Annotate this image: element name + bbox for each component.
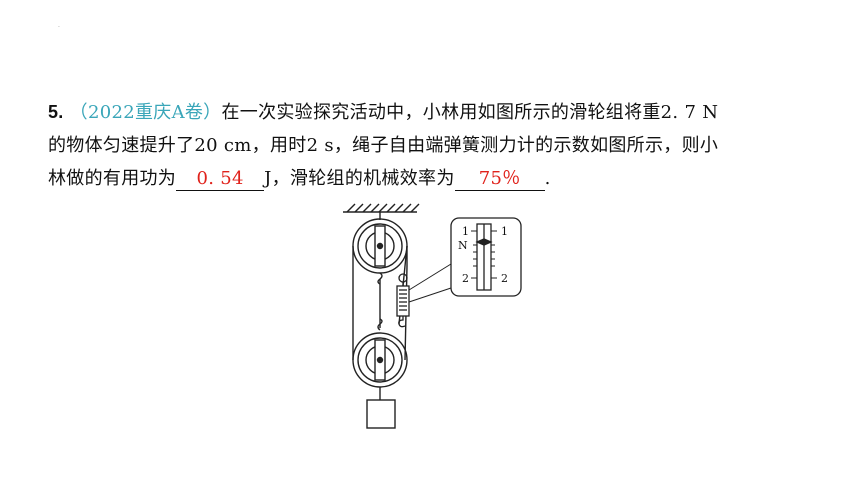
scale-labels: 1 1 N 2 2 [458, 225, 508, 285]
pulley-system-figure: 1 1 N 2 2 [343, 203, 522, 429]
question-text-2: 的物体匀速提升了20 cm，用时2 s，绳子自由端弹簧测力计的示数如图所示，则小 [48, 135, 719, 156]
ceiling-support [343, 203, 420, 220]
question-line-1: 5. （2022重庆A卷）在一次实验探究活动中，小林用如图所示的滑轮组将重2. … [48, 96, 828, 129]
scale-label-left-2: 2 [462, 272, 469, 285]
ropes [352, 245, 408, 361]
answer-blank-efficiency: 75％ [454, 168, 545, 191]
question-line-2: 的物体匀速提升了20 cm，用时2 s，绳子自由端弹簧测力计的示数如图所示，则小 [48, 129, 828, 162]
answer-blank-useful-work: 0. 54 [176, 168, 265, 191]
question-text-5: . [544, 168, 551, 189]
fixed-pulley [352, 218, 408, 285]
question-source: （2022重庆A卷） [69, 102, 222, 123]
question-text-1: 在一次实验探究活动中，小林用如图所示的滑轮组将重2. 7 N [221, 102, 719, 123]
scale-label-right-1: 1 [501, 225, 508, 238]
weight-block [366, 387, 396, 429]
callout-lines [408, 263, 452, 303]
spring-scale [396, 273, 410, 328]
scale-label-left-1: 1 [462, 225, 469, 238]
movable-pulley [352, 318, 408, 388]
question-number: 5. [48, 102, 64, 122]
scale-magnified-box [450, 217, 522, 297]
question-text-3: 林做的有用功为 [48, 168, 177, 189]
question-5: 5. （2022重庆A卷）在一次实验探究活动中，小林用如图所示的滑轮组将重2. … [48, 96, 828, 195]
decorative-dot: . [58, 22, 60, 29]
question-text-4: J，滑轮组的机械效率为 [264, 168, 455, 189]
scale-label-right-2: 2 [501, 272, 508, 285]
scale-unit-label: N [458, 239, 468, 252]
